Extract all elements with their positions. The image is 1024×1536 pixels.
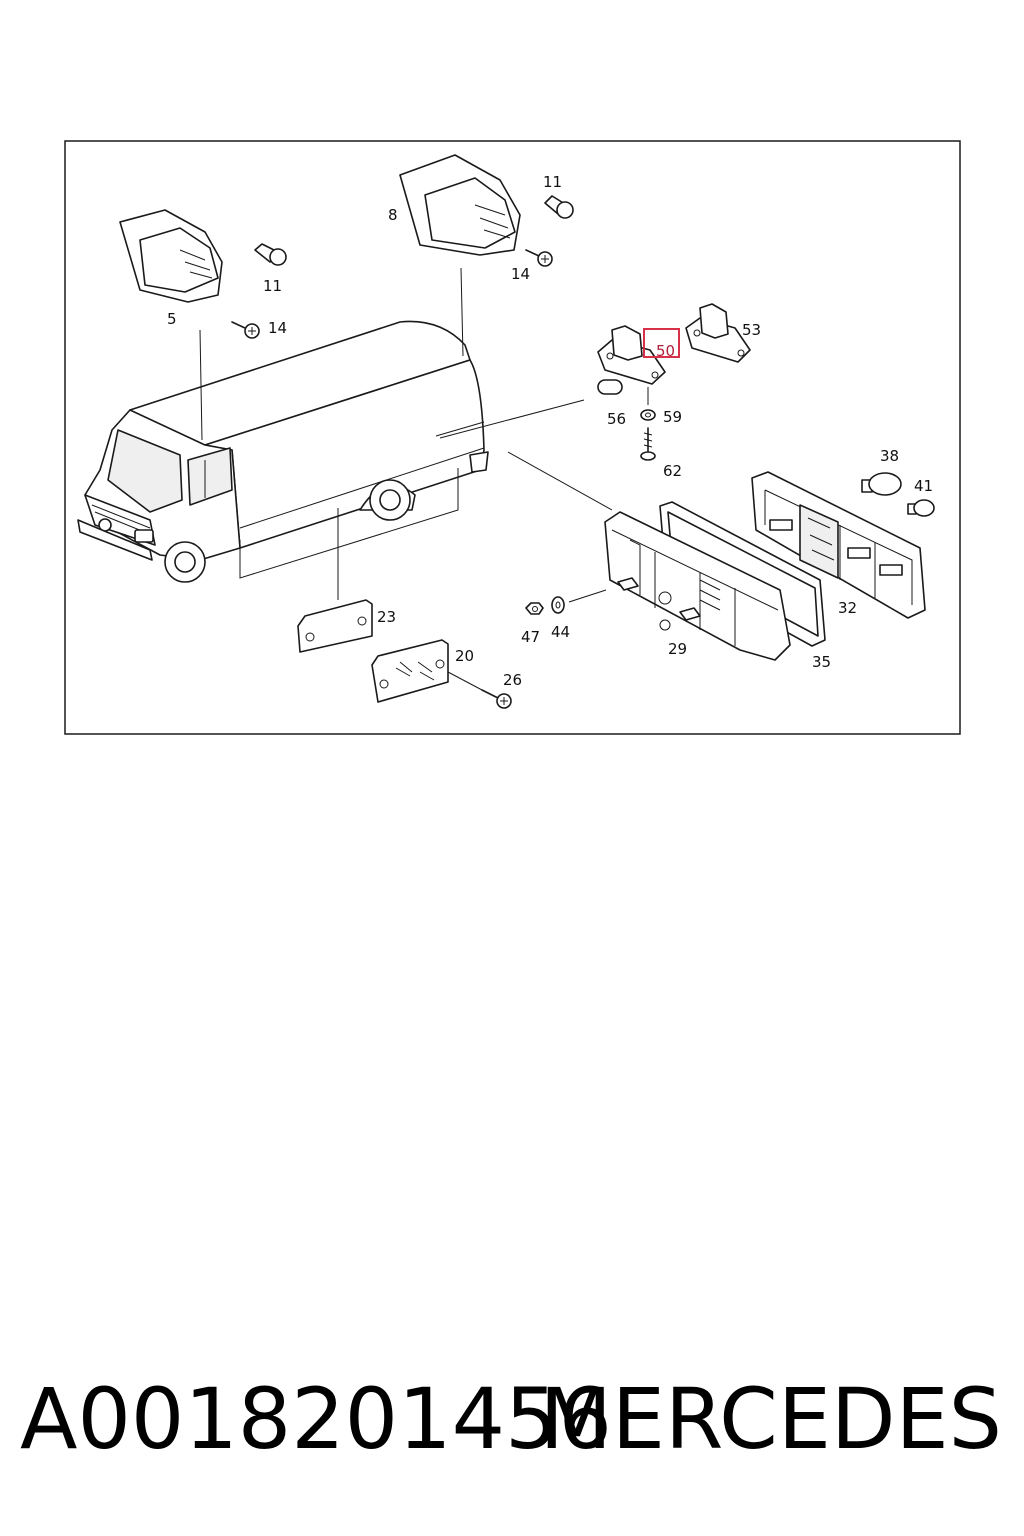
part-59-washer: [640, 409, 656, 421]
part-38-bulb: [861, 472, 902, 496]
part-23-side-reflector: [297, 599, 373, 653]
part-11-bulb-right: [544, 195, 574, 219]
callout-11-right: 11: [543, 173, 562, 191]
brand-name: MERCEDES: [539, 1370, 1002, 1468]
leader-lines: [199, 267, 649, 691]
callout-53: 53: [742, 321, 761, 339]
callout-5: 5: [167, 310, 177, 328]
callout-44: 44: [551, 623, 570, 641]
callout-29: 29: [668, 640, 687, 658]
callout-47: 47: [521, 628, 540, 646]
callout-20: 20: [455, 647, 474, 665]
callout-26: 26: [503, 671, 522, 689]
part-5-marker-lamp: [119, 209, 223, 303]
van-illustration: [77, 320, 489, 583]
part-50-license-plate-lamp: [597, 325, 666, 385]
callout-56: 56: [607, 410, 626, 428]
parts-diagram: 5 8 11 11 14 14 50 53 56 59 62 38 41 32 …: [64, 140, 961, 735]
callout-23: 23: [377, 608, 396, 626]
callout-50-highlight-box: [643, 328, 680, 358]
callout-35: 35: [812, 653, 831, 671]
callout-38: 38: [880, 447, 899, 465]
part-number: A0018201456: [20, 1370, 612, 1468]
part-8-marker-lamp: [399, 154, 521, 256]
part-29-tail-lamp: [604, 511, 791, 661]
callout-59: 59: [663, 408, 682, 426]
part-14-screw-left: [231, 321, 260, 339]
part-32-bulb-holder: [751, 471, 926, 619]
part-53-license-plate-lamp: [685, 303, 751, 363]
part-62-screw: [640, 427, 656, 461]
callout-62: 62: [663, 462, 682, 480]
callout-14-left: 14: [268, 319, 287, 337]
callout-8: 8: [388, 206, 398, 224]
part-47-nut: [525, 602, 544, 615]
part-20-side-marker-lamp: [371, 639, 449, 703]
part-14-screw-right: [525, 249, 553, 267]
part-26-screw: [481, 689, 512, 709]
callout-41: 41: [914, 477, 933, 495]
callout-11-left: 11: [263, 277, 282, 295]
callout-50: 50: [656, 342, 675, 360]
callout-14-right: 14: [511, 265, 530, 283]
diagram-frame: [64, 140, 961, 735]
part-56-bulb: [597, 379, 623, 395]
part-44-washer: [551, 596, 565, 614]
callout-labels: 5 8 11 11 14 14 50 53 56 59 62 38 41 32 …: [167, 173, 933, 689]
callout-32: 32: [838, 599, 857, 617]
part-11-bulb-left: [254, 243, 287, 266]
part-41-bulb: [907, 499, 935, 517]
